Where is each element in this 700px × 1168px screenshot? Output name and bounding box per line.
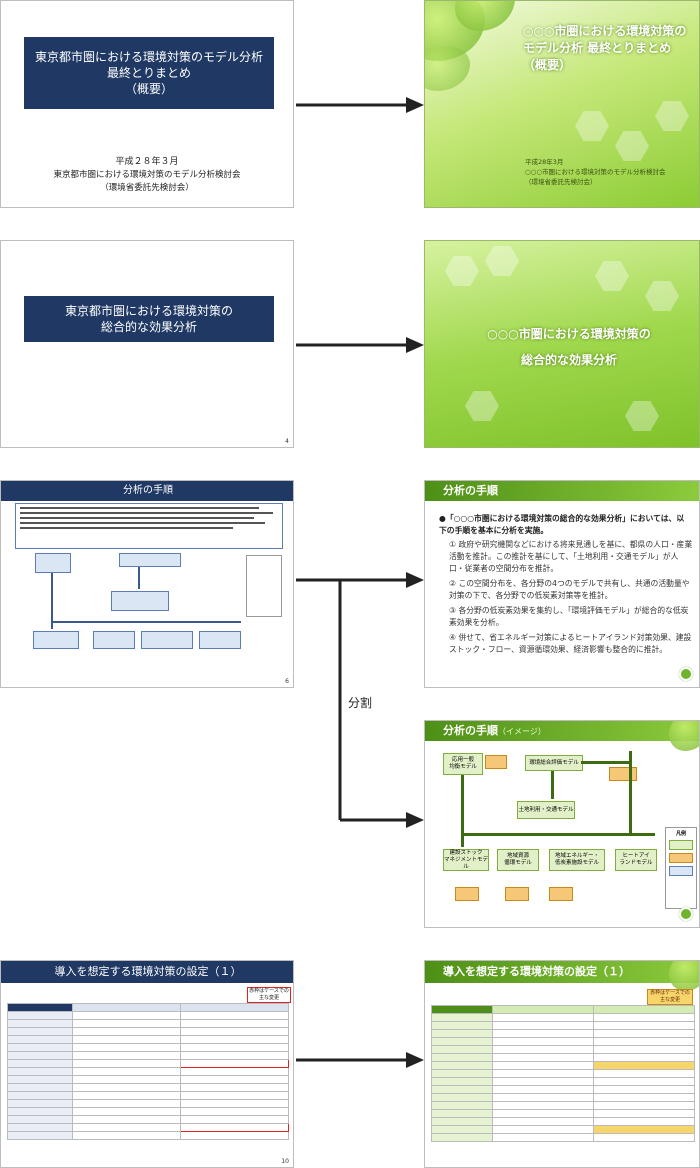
slide-title: ○○○市圏における環境対策の モデル分析 最終とりまとめ （概要）	[523, 24, 687, 72]
clover-leaf-image	[455, 1, 515, 31]
hexagon-decoration	[575, 111, 609, 141]
diagram-box-highlight	[505, 887, 529, 901]
diagram-box: 土地利用・交通モデル	[517, 801, 575, 819]
callout-box: 赤枠はケースでの主な変更	[247, 987, 291, 1003]
slide-2-original: 東京都市圏における環境対策の 総合的な効果分析 4	[0, 240, 294, 448]
diagram-box	[111, 591, 169, 611]
slide-title-box: 東京都市圏における環境対策のモデル分析 最終とりまとめ （概要）	[24, 37, 274, 109]
intro-bullet: ●「○○○市圏における環境対策の総合的な効果分析」においては、以下の手順を基本に…	[439, 514, 685, 535]
slide-secretariat: （環境省委託先検討会）	[525, 178, 597, 186]
measures-table	[431, 1005, 695, 1142]
slide-3-redesign-diagram: 分析の手順（イメージ） 応用一般 均衡モデル 環境総合評価モデル 土地利用・交通…	[424, 720, 700, 928]
slide-3-original: 分析の手順 6	[0, 480, 294, 688]
diagram-box: 地域エネルギー・ 低炭素施設モデル	[549, 849, 605, 871]
connector-line	[461, 775, 464, 847]
hexagon-decoration	[595, 261, 629, 291]
step-list: ① 政府や研究機関などにおける将来見通しを基に、都県の人口・産業活動を推計。この…	[449, 539, 693, 659]
diagram-box: 応用一般 均衡モデル	[443, 753, 483, 775]
step-item: ④ 併せて、省エネルギー対策によるヒートアイランド対策効果、建設ストック・フロー…	[449, 633, 692, 654]
page-number: 10	[281, 1158, 289, 1165]
slide-date: 平成２８年３月	[115, 157, 179, 167]
slide-header: 分析の手順（イメージ）	[425, 721, 699, 741]
diagram-box-highlight	[485, 755, 507, 769]
nav-button-icon	[679, 907, 693, 921]
slide-4-redesign: 導入を想定する環境対策の設定（１） 赤枠はケースでの主な変更	[424, 960, 700, 1168]
slide-header: 導入を想定する環境対策の設定（１）	[1, 961, 293, 983]
hexagon-decoration	[485, 246, 519, 276]
page-number: 6	[285, 678, 289, 685]
diagram-box	[141, 631, 193, 649]
legend-box: 凡例	[665, 827, 697, 909]
slide-1-redesign: ○○○市圏における環境対策の モデル分析 最終とりまとめ （概要） 平成28年3…	[424, 0, 700, 208]
arrow-right-icon	[296, 97, 424, 113]
hexagon-decoration	[655, 101, 689, 131]
nav-button-icon	[679, 667, 693, 681]
diagram-box: ヒートアイ ランドモデル	[615, 849, 657, 871]
hexagon-decoration	[445, 256, 479, 286]
diagram-box	[93, 631, 135, 649]
diagram-box	[199, 631, 241, 649]
step-item: ③ 各分野の低炭素効果を集約し、「環境評価モデル」が総合的な低炭素効果を分析。	[449, 606, 689, 627]
diagram-box-highlight	[609, 767, 637, 781]
callout-box: 赤枠はケースでの主な変更	[647, 989, 693, 1005]
slide-2-redesign: ○○○市圏における環境対策の 総合的な効果分析	[424, 240, 700, 448]
slide-1-original: 東京都市圏における環境対策のモデル分析 最終とりまとめ （概要） 平成２８年３月…	[0, 0, 294, 208]
step-item: ① 政府や研究機関などにおける将来見通しを基に、都県の人口・産業活動を推計。この…	[449, 540, 693, 573]
diagram-box-highlight	[455, 887, 479, 901]
measures-table	[7, 1003, 289, 1140]
connector-line	[51, 621, 241, 623]
diagram-box	[35, 553, 71, 573]
diagram-box: 環境総合評価モデル	[525, 755, 583, 771]
slide-title-box: 東京都市圏における環境対策の 総合的な効果分析	[24, 296, 274, 342]
slide-secretariat: （環境省委託先検討会）	[100, 183, 194, 193]
connector-line	[629, 751, 632, 833]
split-label: 分割	[348, 696, 373, 710]
slide-org: ○○○市圏における環境対策のモデル分析検討会	[525, 168, 666, 176]
hexagon-decoration	[645, 281, 679, 311]
clover-leaf-image	[669, 721, 699, 751]
diagram-box	[119, 553, 181, 567]
slide-3-redesign-text: 分析の手順 ●「○○○市圏における環境対策の総合的な効果分析」においては、以下の…	[424, 480, 700, 688]
slide-4-original: 導入を想定する環境対策の設定（１） 赤枠はケースでの主な変更 10	[0, 960, 294, 1168]
text-block	[15, 503, 283, 549]
diagram-box-highlight	[549, 887, 573, 901]
step-item: ② この空間分布を、各分野の4つのモデルで共有し、共通の活動量や対策の下で、各分…	[449, 579, 690, 600]
connector-line	[461, 833, 655, 836]
connector-line	[51, 573, 53, 629]
slide-title: ○○○市圏における環境対策の 総合的な効果分析	[487, 327, 651, 367]
hexagon-decoration	[615, 131, 649, 161]
legend-box	[246, 555, 282, 617]
hexagon-decoration	[625, 401, 659, 431]
hexagon-decoration	[465, 391, 499, 421]
diagram-box	[33, 631, 79, 649]
connector-line	[581, 761, 631, 764]
arrow-right-icon	[296, 1052, 424, 1068]
slide-header: 分析の手順	[425, 481, 699, 501]
slide-header: 分析の手順	[1, 481, 293, 501]
split-arrows	[296, 572, 424, 828]
slide-org: 東京都市圏における環境対策のモデル分析検討会	[53, 170, 241, 180]
diagram-box: 地域資源 循環モデル	[497, 849, 539, 871]
connector-line	[551, 771, 554, 799]
page-number: 4	[285, 438, 289, 445]
clover-leaf-image	[425, 46, 470, 91]
slide-header: 導入を想定する環境対策の設定（１）	[425, 961, 699, 983]
legend-title: 凡例	[675, 831, 686, 837]
connector-line	[138, 567, 140, 589]
arrow-right-icon	[296, 337, 424, 353]
slide-date: 平成28年3月	[525, 158, 564, 166]
clover-leaf-image	[669, 961, 699, 991]
diagram-box: 建設ストック マネジメントモデル	[443, 849, 489, 871]
